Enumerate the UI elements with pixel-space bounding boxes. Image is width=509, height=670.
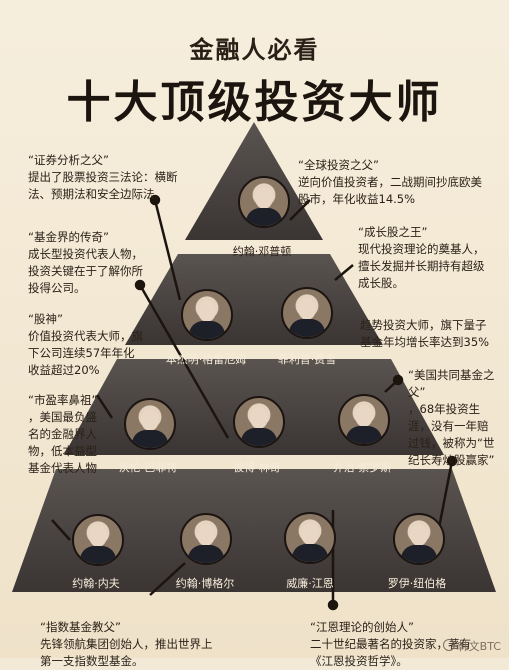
avatar-soros [338,394,390,446]
name-lynch: 彼得·林奇 [233,461,281,474]
poster-title: 十大顶级投资大师 [66,77,443,128]
name-bogle: 约翰·博格尔 [175,577,235,590]
avatar-lynch [233,396,285,448]
avatar-graham [181,289,233,341]
name-fisher: 菲利普·费雪 [277,353,337,366]
name-graham: 本杰明·格雷厄姆 [165,353,247,366]
pyramid-tier-4 [12,469,496,592]
name-buffett: 沃伦·巴菲特 [118,461,178,474]
avatar-fisher [281,287,333,339]
pointer-lines [51,194,458,611]
name-soros: 乔治·索罗斯 [332,461,392,474]
name-templeton: 约翰·邓普顿 [232,245,292,258]
desc-graham: “证券分析之父”提出了股票投资三法论：横断法、预期法和安全边际法。 [28,153,178,201]
avatar-bogle [180,513,232,565]
desc-soros: 趋势投资大师，旗下量子基金年均增长率达到35% [360,318,490,349]
desc-templeton: “全球投资之父”逆向价值投资者，二战期间抄底欧美股市，年化收益14.5% [298,158,482,206]
name-neuberger: 罗伊·纽伯格 [387,577,447,590]
avatar-gann [284,512,336,564]
desc-buffett: “股神”价值投资代表大师，旗下公司连续57年年化收益超过20% [28,312,143,377]
name-gann: 威廉·江恩 [286,577,334,590]
desc-neff: “市盈率鼻祖”，美国最负盛名的金融界人物，低本益型基金代表人物 [28,393,98,475]
desc-gann: “江恩理论的创始人”二十世纪最著名的投资家，著有《江恩投资哲学》。 [310,620,471,668]
pyramid-tier-2 [125,254,383,345]
desc-neuberger: “美国共同基金之父”，68年投资生涯，没有一年赔过钱，被称为“世纪长寿炒股赢家” [408,368,495,467]
poster-subtitle: 金融人必看 [189,36,320,64]
avatar-buffett [124,398,176,450]
desc-bogle: “指数基金教父”先锋领航集团创始人，推出世界上第一支指数型基金。 [40,620,213,668]
avatar-templeton [238,176,290,228]
desc-lynch: “基金界的传奇”成长型投资代表人物，投资关键在于了解你所投得公司。 [28,230,143,295]
avatar-neuberger [393,513,445,565]
watermark: 韩文BTC [442,638,501,654]
avatar-neff [72,514,124,566]
watermark-icon [442,639,455,651]
name-neff: 约翰·内夫 [72,577,120,590]
desc-fisher: “成长股之王”现代投资理论的奠基人，擅长发掘并长期持有超级成长股。 [358,225,485,290]
